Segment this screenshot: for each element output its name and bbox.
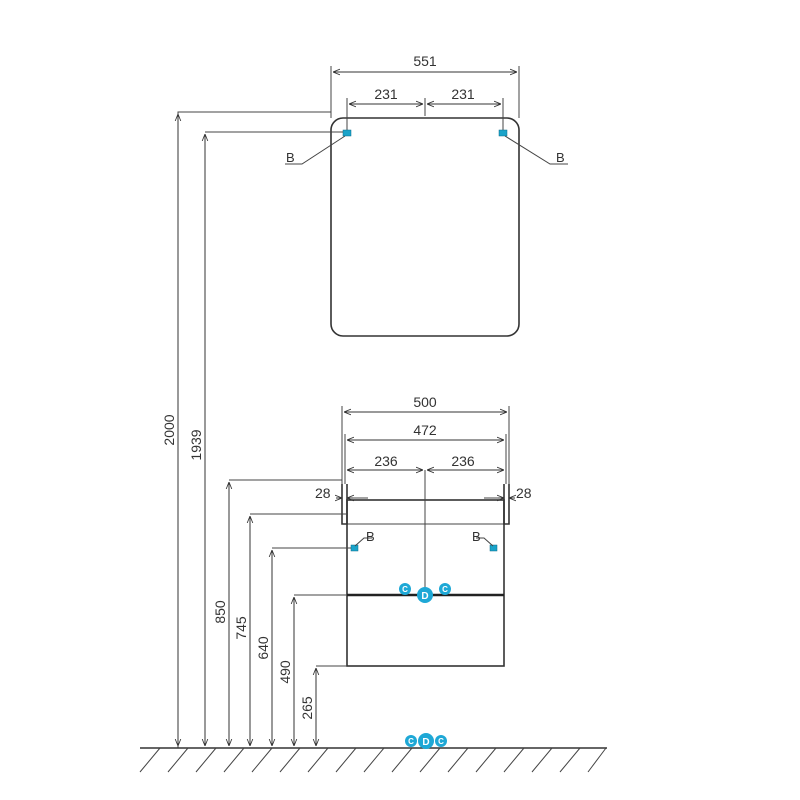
mirror-mount-right (498, 129, 508, 137)
mid-marker-d (417, 587, 433, 603)
height-2000-label: 2000 (161, 414, 177, 445)
mirror-mount-left (342, 129, 352, 137)
svg-text:D: D (422, 737, 429, 748)
height-1939-label: 1939 (188, 429, 204, 460)
height-745-label: 745 (233, 616, 249, 640)
mirror-left-hole-label: 231 (374, 86, 398, 102)
floor-marker-c-left (405, 735, 417, 747)
height-265-label: 265 (299, 696, 315, 720)
floor-markers: C D C (405, 733, 447, 749)
cabinet-left-hole-label: 236 (374, 453, 398, 469)
floor-marker-d (418, 733, 434, 749)
height-850-label: 850 (212, 600, 228, 624)
svg-text:C: C (442, 585, 448, 594)
cabinet-mount-right (489, 544, 498, 552)
mirror: 551 231 231 B B (285, 53, 568, 337)
mirror-right-hole-label: 231 (451, 86, 475, 102)
svg-text:C: C (408, 737, 414, 746)
mirror-width-label: 551 (413, 53, 437, 69)
height-dimensions: 2000 1939 850 745 640 490 265 (161, 111, 351, 748)
cabinet: 500 472 236 236 28 28 B B C D C (315, 394, 532, 667)
height-490-label: 490 (277, 660, 293, 684)
mirror-b-left-label: B (286, 150, 295, 165)
cabinet-width-label: 500 (413, 394, 437, 410)
cabinet-mount-left (350, 544, 359, 552)
svg-text:C: C (438, 737, 444, 746)
svg-text:D: D (421, 591, 428, 602)
floor-marker-c-right (435, 735, 447, 747)
height-640-label: 640 (255, 636, 271, 660)
svg-text:C: C (402, 585, 408, 594)
mirror-outline (330, 117, 520, 337)
floor: C D C (139, 733, 607, 773)
mid-markers: C D C (399, 583, 451, 603)
cabinet-b-left-label: B (366, 529, 375, 544)
mid-marker-c-right (439, 583, 451, 595)
cabinet-left-offset-label: 28 (315, 485, 331, 501)
cabinet-right-hole-label: 236 (451, 453, 475, 469)
mid-marker-c-left (399, 583, 411, 595)
cabinet-right-offset-label: 28 (516, 485, 532, 501)
cabinet-b-right-label: B (472, 529, 481, 544)
cabinet-inner-width-label: 472 (413, 422, 437, 438)
mirror-b-right-label: B (556, 150, 565, 165)
floor-hatching (139, 747, 607, 773)
